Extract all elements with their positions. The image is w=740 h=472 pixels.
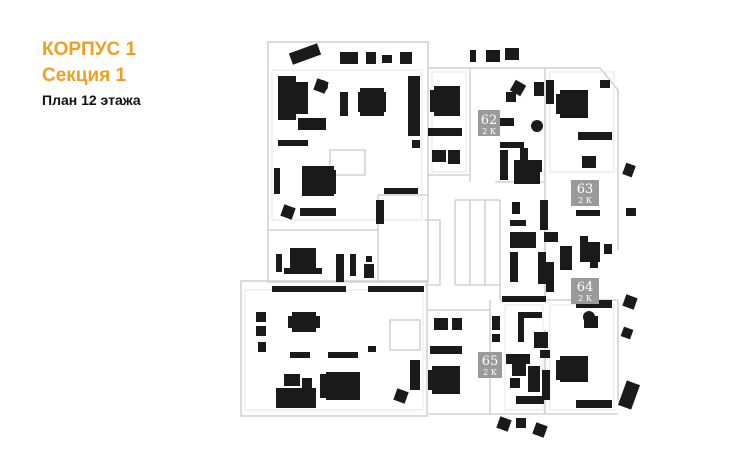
apartment-badge-63[interactable]: 63 2 К <box>571 180 599 206</box>
walls <box>240 41 619 417</box>
building-title: КОРПУС 1 <box>42 39 137 60</box>
apartment-type: 2 К <box>578 196 593 205</box>
apartment-badge-64[interactable]: 64 2 К <box>571 278 599 304</box>
apartment-type: 2 К <box>482 127 497 136</box>
apartment-type: 2 К <box>578 294 593 303</box>
badge-62-bg <box>478 110 500 136</box>
apartment-number: 62 <box>481 113 498 128</box>
apartment-badge-65[interactable]: 65 2 К <box>478 352 502 378</box>
badge-63-bg <box>571 180 599 206</box>
plan-heading: КОРПУС 1 Секция 1 План 12 этажа <box>42 37 141 109</box>
apartment-badge-62[interactable]: 62 2 К <box>478 110 500 136</box>
apartment-number: 63 <box>577 182 594 197</box>
apartment-type: 2 К <box>483 368 498 377</box>
floor-plan-title: План 12 этажа <box>42 92 141 108</box>
section-title: Секция 1 <box>42 65 127 86</box>
badge-64-bg <box>571 278 599 304</box>
badge-65-bg <box>478 352 502 378</box>
furniture <box>256 43 641 438</box>
apartment-number: 64 <box>577 280 594 295</box>
apartment-number: 65 <box>482 354 499 369</box>
